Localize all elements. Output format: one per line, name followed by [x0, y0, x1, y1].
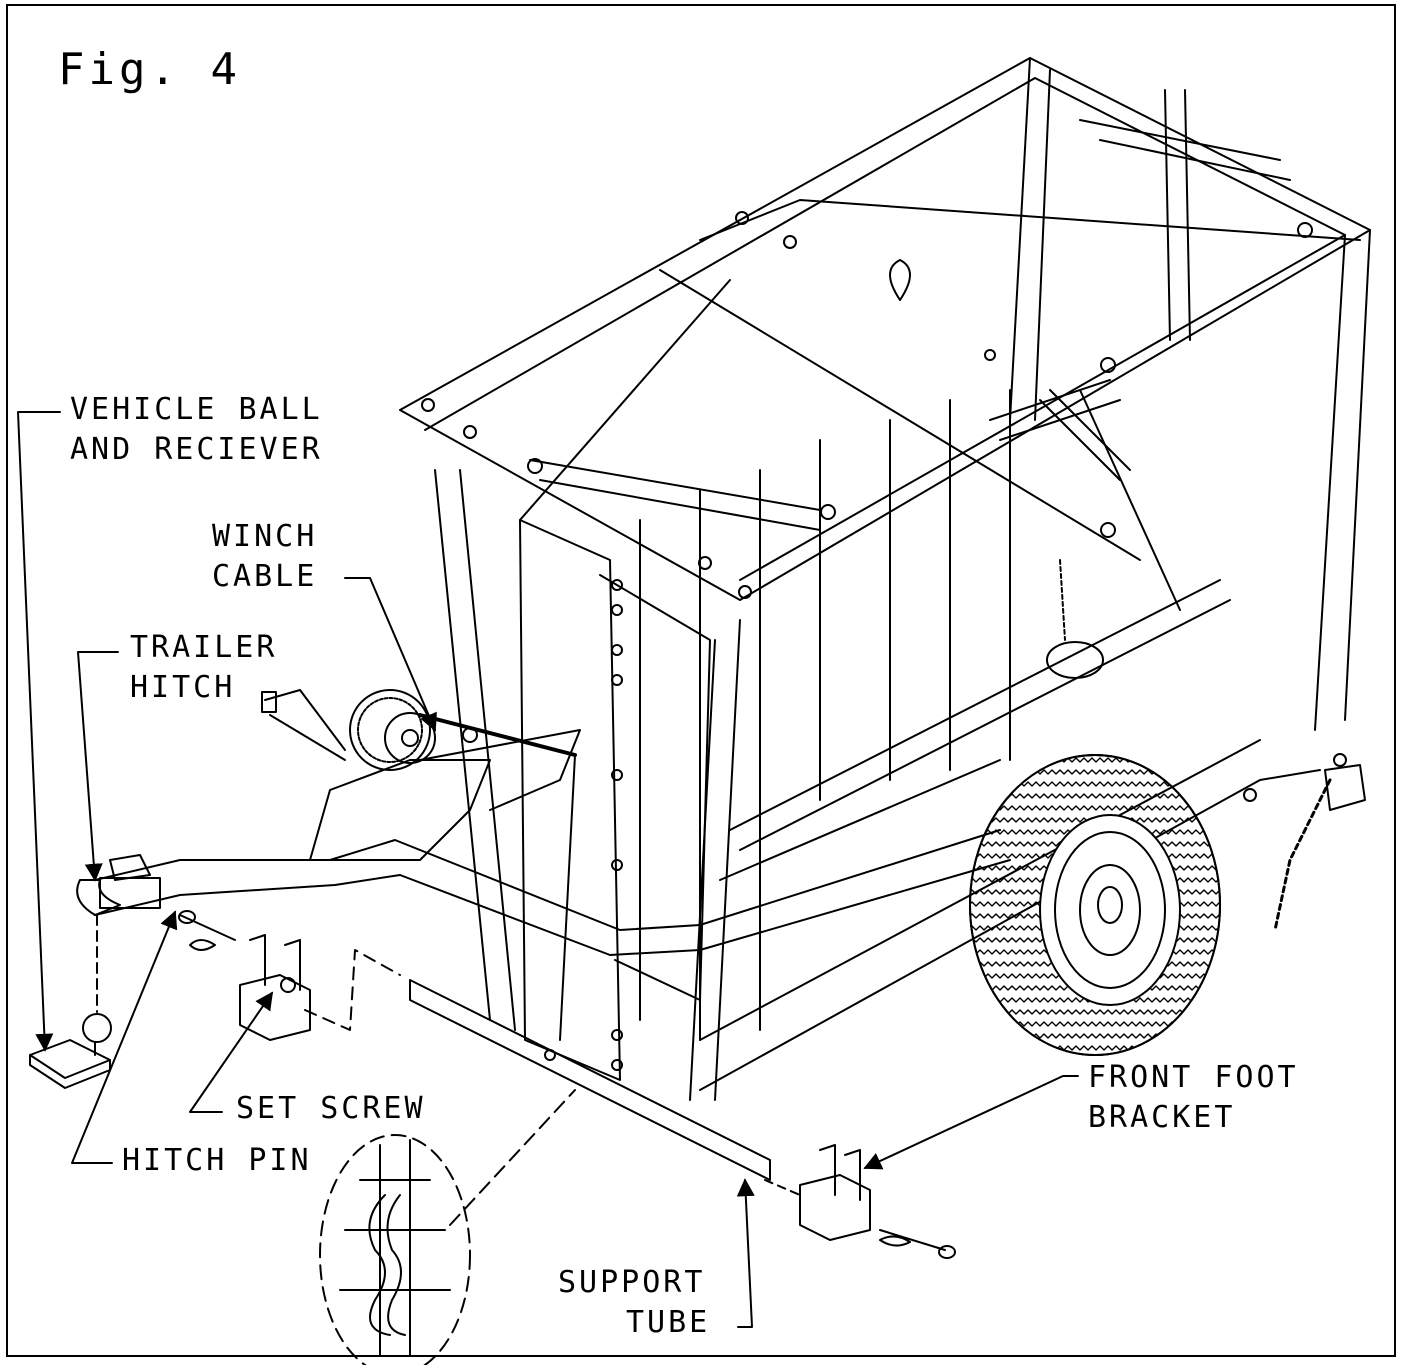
front-foot-bracket-label-line2: BRACKET	[1088, 1100, 1236, 1135]
set-screw-label: SET SCREW	[236, 1091, 426, 1126]
hitch-pin-label: HITCH PIN	[122, 1143, 312, 1178]
detail-bubble	[319, 1089, 576, 1365]
figure-label: Fig. 4	[58, 44, 241, 95]
vehicle-ball-label-line2: AND RECIEVER	[70, 432, 323, 467]
winch-cable-label-line1: WINCH	[212, 519, 318, 554]
front-foot-bracket-label-line1: FRONT FOOT	[1088, 1060, 1299, 1095]
trailer-hitch-label-line2: HITCH	[130, 670, 236, 705]
support-tube-label-line1: SUPPORT	[558, 1265, 706, 1300]
hitch-pin-left	[178, 910, 236, 951]
support-tube-label-line2: TUBE	[626, 1305, 711, 1340]
chute-frame	[399, 57, 1371, 1181]
foot-bracket-right	[764, 1144, 956, 1259]
drawing-border	[6, 4, 1396, 1357]
winch-cable-label-line2: CABLE	[212, 559, 318, 594]
trailer-tongue	[76, 689, 1011, 1041]
trailer-hitch-label-line1: TRAILER	[130, 630, 278, 665]
safety-chain	[1273, 753, 1366, 932]
vehicle-ball-receiver	[29, 914, 112, 1089]
foot-bracket-left	[239, 934, 401, 1041]
wheel	[969, 754, 1221, 1056]
vehicle-ball-label-line1: VEHICLE BALL	[70, 392, 323, 427]
callout-leaders	[17, 411, 1079, 1328]
